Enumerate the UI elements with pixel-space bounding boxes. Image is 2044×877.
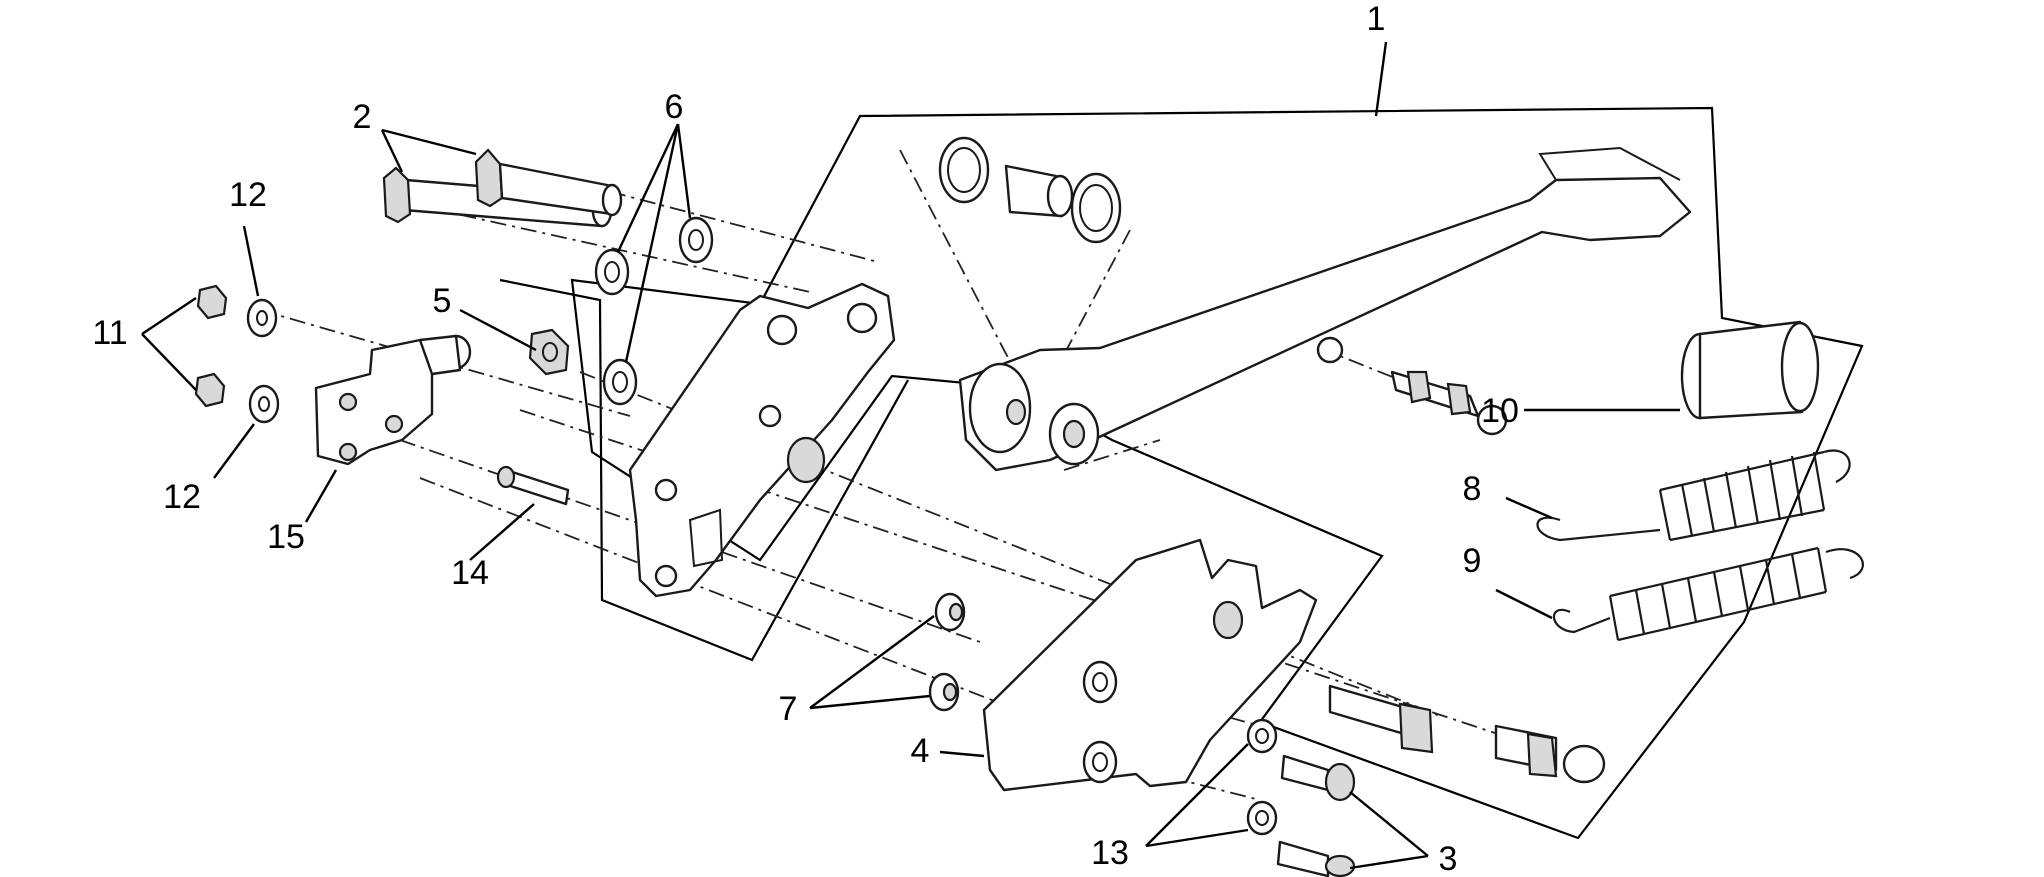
leader-lines bbox=[141, 41, 1680, 870]
callout-5: 5 bbox=[433, 282, 452, 320]
callout-13: 13 bbox=[1091, 834, 1129, 872]
hex-nut bbox=[528, 328, 570, 376]
small-washers bbox=[928, 592, 966, 712]
spring-long bbox=[1536, 449, 1851, 542]
callout-3: 3 bbox=[1439, 840, 1458, 877]
assembly-axes bbox=[259, 149, 1511, 801]
bolt-pair bbox=[382, 148, 623, 228]
pin-14 bbox=[496, 465, 570, 506]
lower-bracket bbox=[982, 538, 1318, 792]
stud-bolt bbox=[1390, 370, 1508, 436]
pivot-bushing bbox=[938, 136, 1122, 244]
callout-9: 9 bbox=[1463, 542, 1482, 580]
bracket-subframe bbox=[499, 278, 909, 662]
callout-4: 4 bbox=[911, 732, 930, 770]
washers-12 bbox=[246, 298, 280, 424]
callout-12-bottom: 12 bbox=[163, 478, 201, 516]
nuts-11 bbox=[194, 284, 228, 408]
washers-and-bolts bbox=[1246, 718, 1356, 877]
sensor-switch bbox=[314, 334, 472, 466]
washer-set bbox=[594, 216, 714, 406]
callout-1: 1 bbox=[1367, 0, 1386, 38]
callout-10: 10 bbox=[1481, 392, 1519, 430]
spring-short bbox=[1552, 546, 1864, 642]
callout-8: 8 bbox=[1463, 470, 1482, 508]
callout-12-top: 12 bbox=[229, 176, 267, 214]
side-stand-leg bbox=[958, 146, 1692, 472]
callout-15: 15 bbox=[267, 518, 305, 556]
callout-2: 2 bbox=[353, 98, 372, 136]
callout-6: 6 bbox=[665, 88, 684, 126]
pivot-pins bbox=[1328, 684, 1606, 784]
mounting-plate bbox=[628, 282, 896, 598]
callout-14: 14 bbox=[451, 554, 489, 592]
callout-11: 11 bbox=[92, 314, 127, 352]
callout-7: 7 bbox=[779, 690, 798, 728]
sleeve bbox=[1680, 320, 1820, 420]
